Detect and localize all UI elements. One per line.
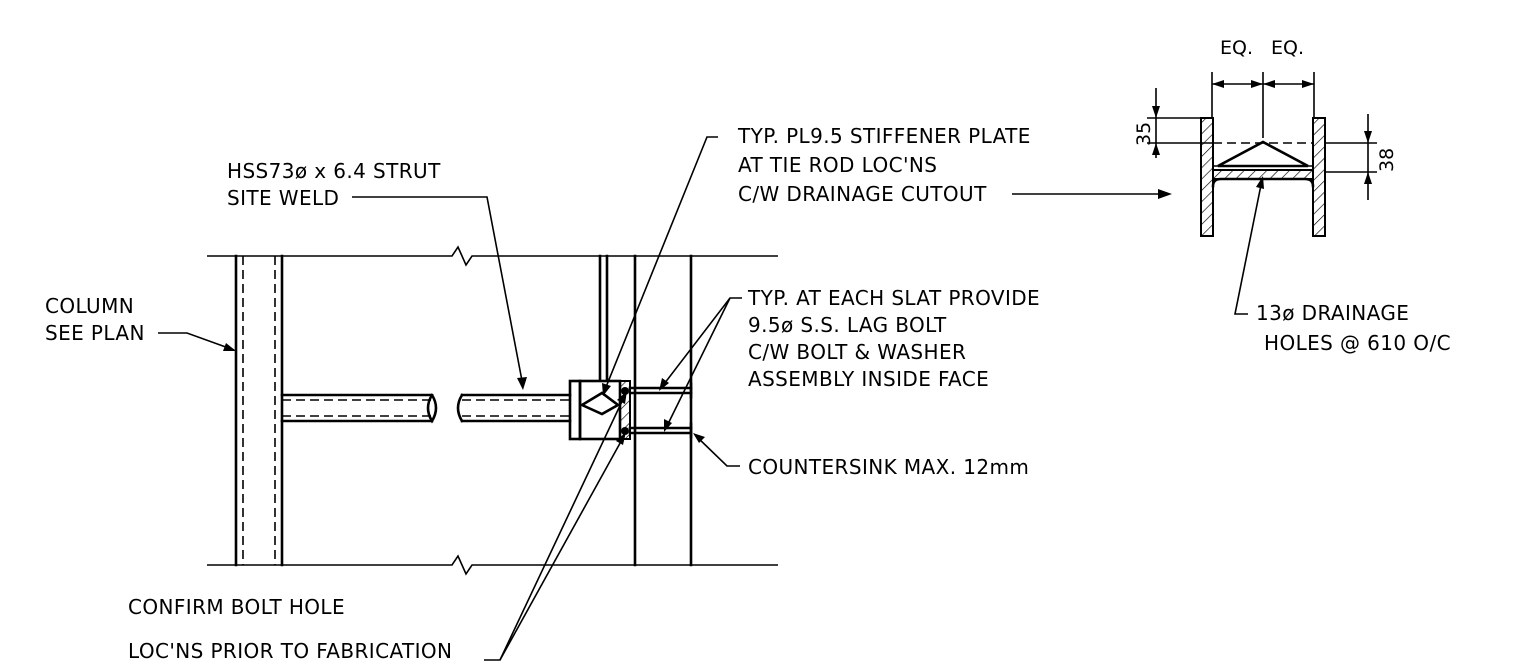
confirm-label-line1: CONFIRM BOLT HOLE [128, 595, 345, 619]
stiffener-label-line2: AT TIE ROD LOC'NS [738, 153, 937, 177]
bottom-boundary-line [207, 554, 778, 576]
stiffener-label-line1: TYP. PL9.5 STIFFENER PLATE [737, 124, 1031, 148]
column [234, 254, 284, 567]
main-elevation [207, 245, 778, 576]
slat-label-line2: 9.5ø S.S. LAG BOLT [748, 313, 947, 337]
confirm-label-line2: LOC'NS PRIOR TO FABRICATION [128, 639, 452, 663]
depth-dimension-left: 35 [1133, 122, 1155, 146]
channel-section-detail [1147, 72, 1377, 237]
stiffener-label-line3: C/W DRAINAGE CUTOUT [738, 182, 987, 206]
eq-dimension-left: EQ. [1220, 37, 1253, 59]
column-label-line1: COLUMN [45, 294, 134, 318]
slat-label-line3: C/W BOLT & WASHER [748, 340, 966, 364]
strut-label-line1: HSS73ø x 6.4 STRUT [227, 159, 441, 183]
column-label-line2: SEE PLAN [45, 321, 145, 345]
countersink-label: COUNTERSINK MAX. 12mm [748, 455, 1029, 479]
end-plate-assembly [568, 379, 693, 441]
eq-dimension-right: EQ. [1271, 37, 1304, 59]
annotations: HSS73ø x 6.4 STRUT SITE WELD COLUMN SEE … [45, 37, 1451, 663]
drainage-label-line2: HOLES @ 610 O/C [1264, 331, 1451, 355]
strut-label-line2: SITE WELD [227, 186, 339, 210]
slat-post [598, 254, 693, 567]
top-boundary-line [207, 245, 778, 267]
drainage-label-line1: 13ø DRAINAGE [1256, 301, 1409, 325]
leaders [158, 136, 1264, 661]
slat-label-line1: TYP. AT EACH SLAT PROVIDE [747, 286, 1040, 310]
depth-dimension-right: 38 [1376, 148, 1398, 172]
hss-strut [280, 393, 572, 424]
slat-label-line4: ASSEMBLY INSIDE FACE [748, 367, 989, 391]
